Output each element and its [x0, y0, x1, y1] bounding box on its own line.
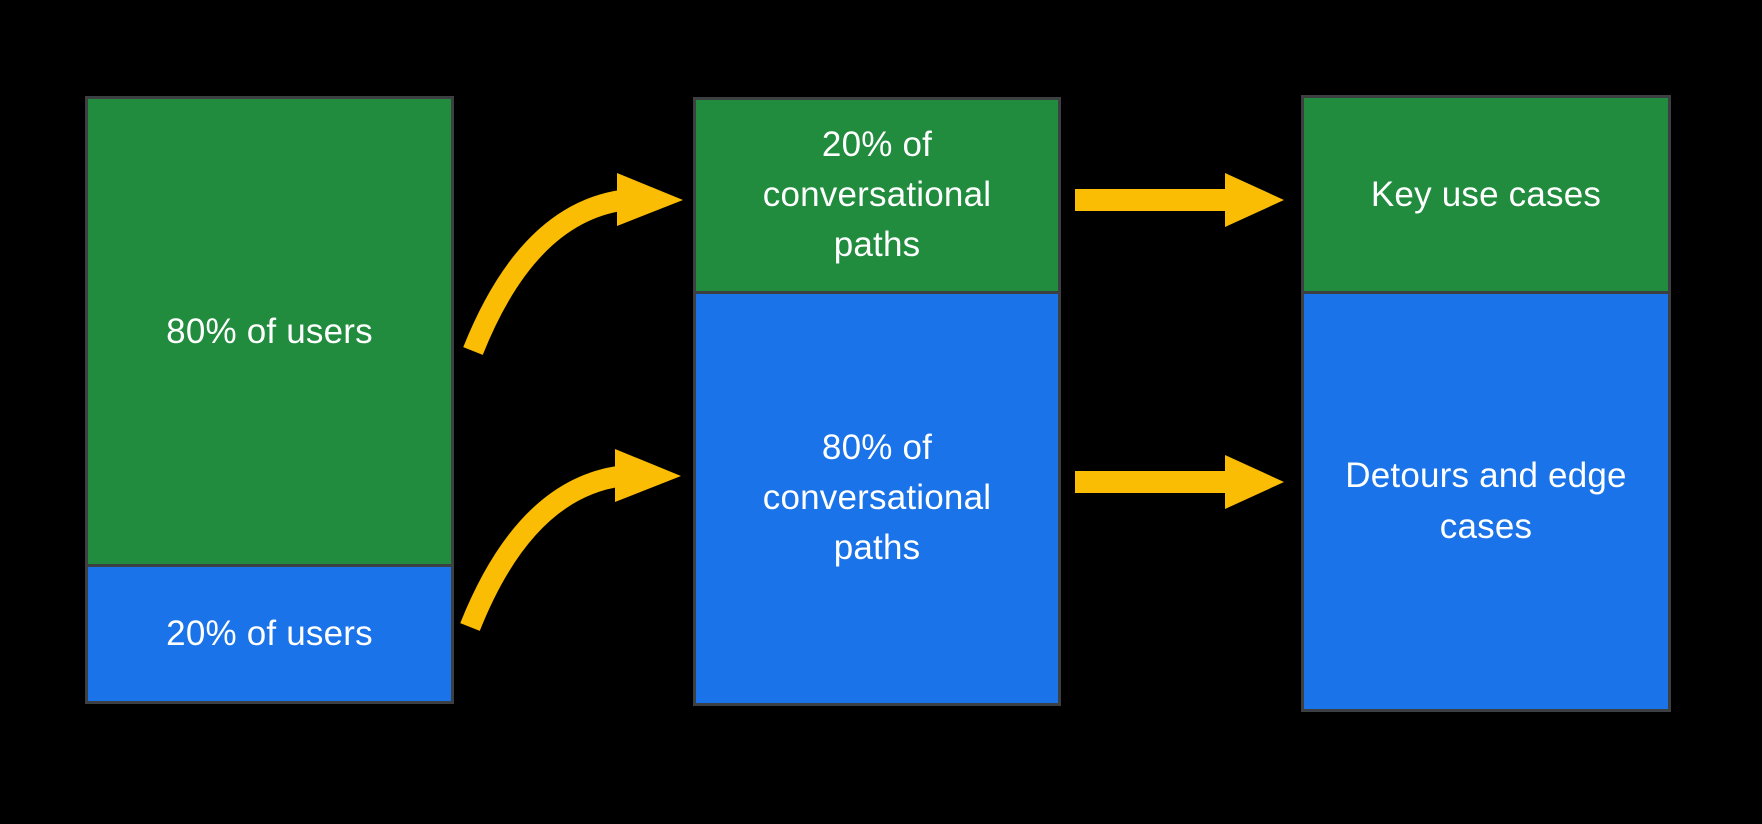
- users-blue-segment: 20% of users: [88, 564, 451, 701]
- users-bar: 80% of users 20% of users: [85, 96, 454, 704]
- straight-arrow-top: [1075, 173, 1284, 227]
- users-blue-label: 20% of users: [166, 614, 373, 654]
- paths-green-label: 20% of conversational paths: [762, 125, 992, 265]
- arrowhead-icon: [617, 173, 683, 226]
- outcomes-green-label: Key use cases: [1370, 174, 1602, 214]
- paths-blue-label: 80% of conversational paths: [762, 428, 992, 568]
- outcomes-blue-segment: Detours and edge cases: [1304, 291, 1668, 709]
- outcomes-blue-label: Detours and edge cases: [1345, 456, 1627, 546]
- arrowhead-icon: [615, 449, 681, 502]
- arrowhead-icon: [1225, 173, 1284, 227]
- paths-blue-segment: 80% of conversational paths: [696, 290, 1058, 703]
- users-green-segment: 80% of users: [88, 99, 451, 565]
- paths-bar: 20% of conversational paths 80% of conve…: [693, 97, 1061, 706]
- arrowhead-icon: [1225, 455, 1284, 509]
- curved-arrow-bottom: [460, 449, 681, 631]
- paths-green-segment: 20% of conversational paths: [696, 100, 1058, 291]
- outcomes-bar: Key use cases Detours and edge cases: [1301, 95, 1671, 712]
- users-green-label: 80% of users: [166, 311, 373, 351]
- curved-arrow-top: [463, 173, 683, 355]
- outcomes-green-segment: Key use cases: [1304, 98, 1668, 292]
- straight-arrow-bottom: [1075, 455, 1284, 509]
